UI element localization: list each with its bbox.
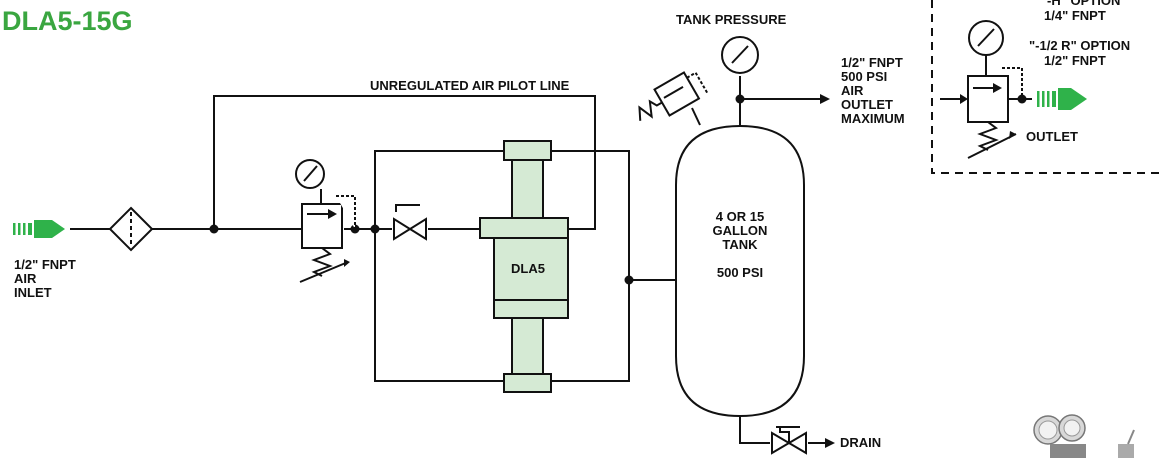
outlet-label-line: MAXIMUM (841, 111, 905, 126)
option-r-label: "-1/2 R" OPTION (1029, 38, 1131, 53)
tank-label-line: GALLON (712, 223, 768, 238)
outlet-arrowhead (820, 94, 830, 104)
check-valve-icon (393, 204, 427, 241)
relief-connection (691, 107, 701, 126)
tank-pressure-label: TANK PRESSURE (676, 12, 787, 27)
drain-valve-icon (771, 426, 807, 455)
drain-label: DRAIN (840, 435, 882, 450)
bypass-loop (374, 150, 630, 382)
booster-pump (479, 140, 569, 393)
tank-label: 4 OR 15 GALLON TANK 500 PSI (690, 210, 790, 280)
drain-line (739, 416, 770, 444)
inlet-arrow-icon (13, 220, 65, 238)
booster-label: DLA5 (511, 261, 545, 276)
filter-icon (108, 206, 154, 252)
inlet-label-line: 1/2" FNPT (14, 257, 76, 272)
outlet-label-line: 500 PSI (841, 69, 888, 84)
tank-outline (675, 124, 805, 418)
inlet-label: 1/2" FNPT AIR INLET (14, 258, 76, 300)
outlet-label-line: OUTLET (841, 97, 893, 112)
pressure-gauge-icon (721, 36, 759, 74)
pilot-line (213, 95, 596, 230)
outlet-label: 1/2" FNPT 500 PSI AIR OUTLET MAXIMUM (841, 56, 905, 126)
junction-dot (735, 94, 745, 104)
junction-dot (370, 224, 380, 234)
option-outlet-arrow-icon (1037, 88, 1087, 110)
tank-label-line: 500 PSI (716, 265, 764, 280)
tank-label-line: TANK (722, 237, 758, 252)
option-box-border (931, 0, 1162, 174)
page-title: DLA5-15G (2, 6, 133, 36)
option-regulator-icon (940, 20, 1032, 159)
relief-valve-icon (638, 71, 709, 121)
regulator-icon (295, 159, 356, 283)
option-r-size-label: 1/2" FNPT (1044, 53, 1106, 68)
junction-dot (624, 275, 634, 285)
pilot-line-label: UNREGULATED AIR PILOT LINE (370, 78, 570, 93)
inlet-label-line: AIR (14, 271, 37, 286)
outlet-label-line: 1/2" FNPT (841, 55, 903, 70)
tank-label-line (690, 252, 790, 266)
tank-label-line: 4 OR 15 (715, 209, 765, 224)
junction-dot (209, 224, 219, 234)
outlet-label-line: AIR (841, 83, 864, 98)
product-photo (1033, 414, 1135, 458)
option-h-size-label: 1/4" FNPT (1044, 8, 1106, 23)
option-outlet-label: OUTLET (1026, 129, 1078, 144)
drain-arrowhead (825, 438, 835, 448)
option-h-label: -H" OPTION (1047, 0, 1121, 8)
inlet-label-line: INLET (14, 285, 52, 300)
